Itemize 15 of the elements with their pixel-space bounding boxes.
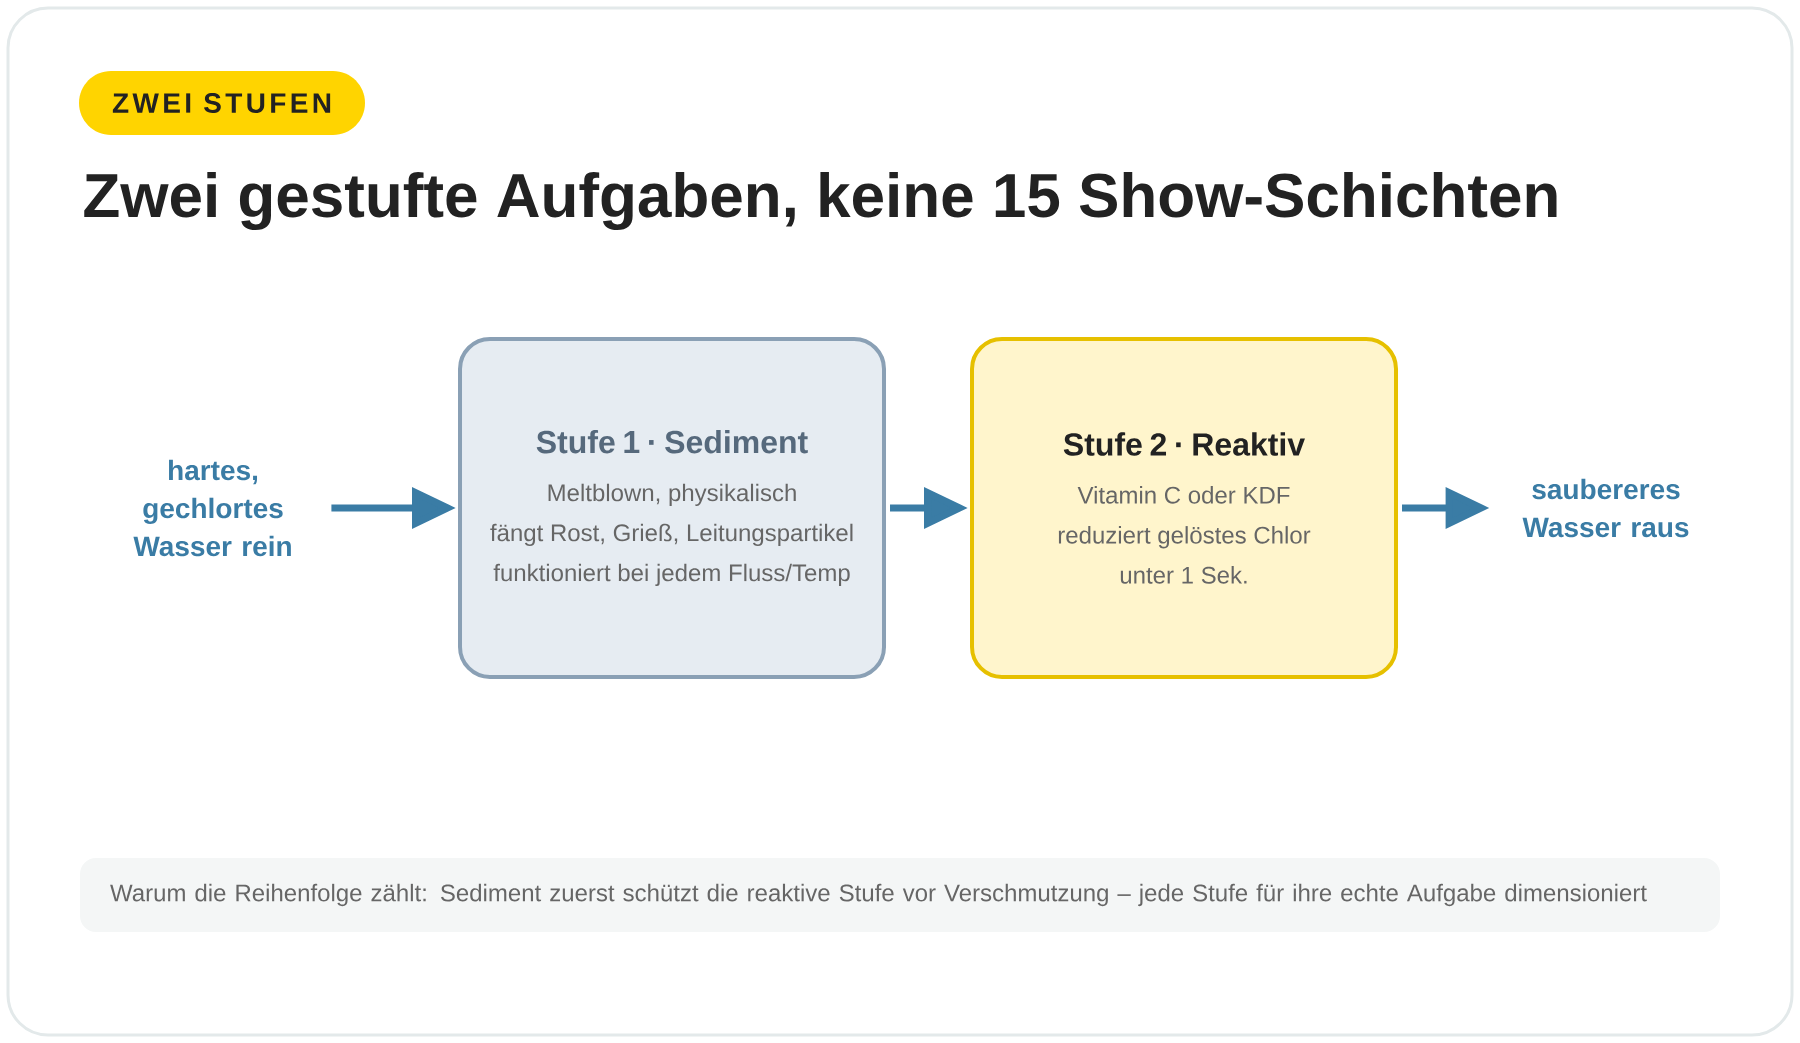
- note-panel: Warum die Reihenfolge zählt: Sediment zuerst schützt die reaktive Stufe vor Verschmutzung – jede Stufe für ihre echte Aufgabe dimensioniert: [80, 858, 1720, 932]
- box-text: fängt Rost, Grieß, Leitungspartikel: [490, 523, 853, 547]
- box-text: Vitamin C oder KDF: [1077, 486, 1290, 504]
- box-text: funktioniert bei jedem Fluss/Temp: [493, 563, 850, 587]
- tag-badge: ZWEI STUFEN: [79, 71, 365, 135]
- box-text: unter 1 Sek.: [1120, 566, 1247, 584]
- box-heading: Stufe 2 · Reaktiv: [1063, 432, 1305, 456]
- flow-label: hartes, gechlortes Wasser rein: [133, 459, 291, 557]
- box-text: reduziert gelöstes Chlor: [1058, 526, 1311, 549]
- stage-box: [458, 337, 886, 679]
- flow-label: saubereres Wasser raus: [1522, 478, 1689, 538]
- box-text: Meltblown, physikalisch: [548, 483, 796, 507]
- box-heading: Stufe 1 · Sediment: [536, 429, 808, 454]
- title: Zwei gestufte Aufgaben, keine 15 Show-Schichten: [84, 171, 1557, 231]
- stage-box: [970, 337, 1398, 679]
